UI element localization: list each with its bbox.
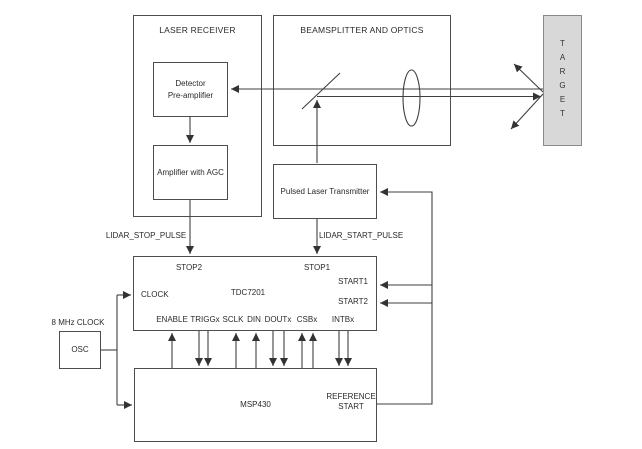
- tdc-pin-clock: CLOCK: [141, 290, 169, 299]
- target-scatter-arrow-down: [510, 93, 544, 130]
- detector-preamplifier-label: Detector Pre-amplifier: [167, 78, 214, 100]
- tdc-pin-doutx: DOUTx: [264, 315, 292, 324]
- target-label: TARGET: [558, 38, 567, 123]
- oscillator-box: OSC: [59, 331, 101, 369]
- msp430-reference-start-label: REFERENCE START: [326, 392, 376, 412]
- tdc-pin-stop2: STOP2: [175, 263, 203, 272]
- target-box: TARGET: [543, 15, 582, 146]
- tdc-pin-triggx: TRIGGx: [190, 315, 220, 324]
- tdc-pin-start1: START1: [338, 277, 368, 286]
- detector-preamplifier-box: Detector Pre-amplifier: [153, 62, 228, 117]
- tdc-pin-sclk: SCLK: [222, 315, 244, 324]
- msp430-box: MSP430: [134, 368, 377, 442]
- osc-clock-caption: 8 MHz CLOCK: [51, 318, 105, 327]
- tdc-part-number: TDC7201: [230, 288, 266, 297]
- tdc-pin-start2: START2: [338, 297, 368, 306]
- lidar-start-pulse-label: LIDAR_START_PULSE: [319, 231, 404, 240]
- agc-amplifier-label: Amplifier with AGC: [157, 167, 224, 177]
- tdc-pin-stop1: STOP1: [303, 263, 331, 272]
- pulsed-laser-transmitter-label: Pulsed Laser Transmitter: [280, 186, 370, 196]
- tdc-pin-enable: ENABLE: [156, 315, 188, 324]
- tdc-pin-din: DIN: [247, 315, 261, 324]
- lidar-stop-pulse-label: LIDAR_STOP_PULSE: [105, 231, 187, 240]
- laser-receiver-title: LASER RECEIVER: [159, 25, 236, 35]
- target-scatter-arrow-up: [513, 63, 544, 93]
- tdc7201-box: [133, 256, 377, 331]
- agc-amplifier-box: Amplifier with AGC: [153, 145, 228, 200]
- tdc-pin-csbx: CSBx: [296, 315, 318, 324]
- oscillator-label: OSC: [71, 345, 89, 355]
- msp430-label: MSP430: [240, 400, 271, 410]
- reference-start-feedback-line: [377, 188, 433, 405]
- beamsplitter-optics-title: BEAMSPLITTER AND OPTICS: [300, 25, 424, 35]
- pulsed-laser-transmitter-box: Pulsed Laser Transmitter: [273, 164, 377, 219]
- tdc-pin-intbx: INTBx: [331, 315, 355, 324]
